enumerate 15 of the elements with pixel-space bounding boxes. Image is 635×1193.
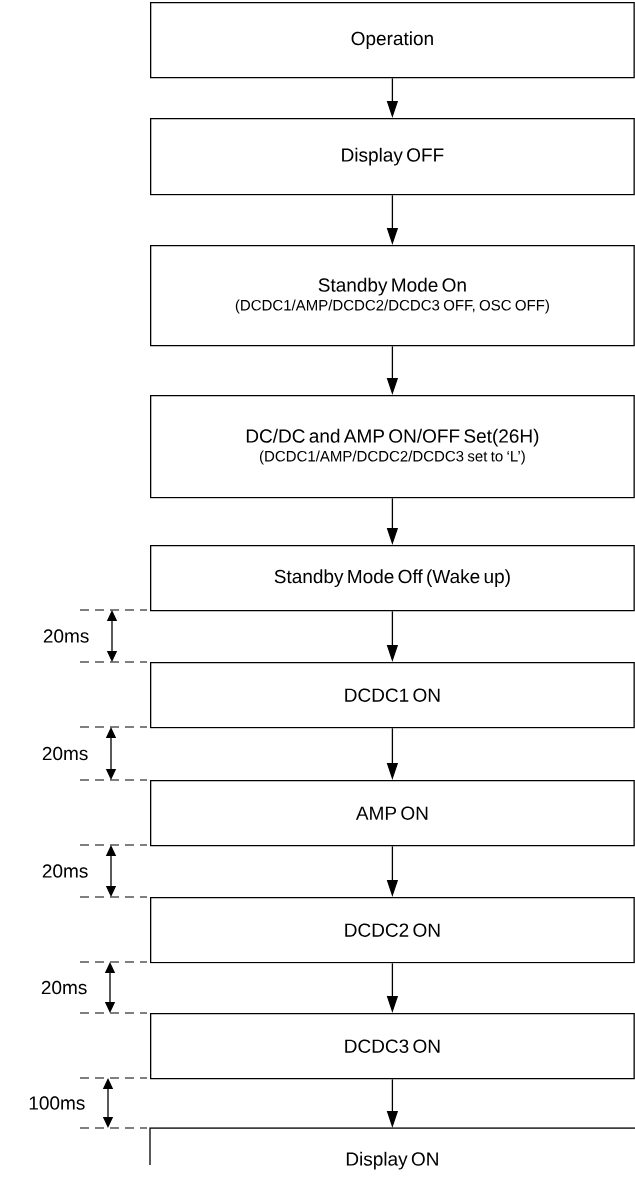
process-box: AMP ON bbox=[150, 780, 635, 847]
process-box: Display ON bbox=[149, 1127, 635, 1170]
process-box: DCDC2 ON bbox=[150, 897, 635, 964]
process-box: Standby Mode On (DCDC1/AMP/DCDC2/DCDC3 OFF, OSC OFF) bbox=[150, 245, 635, 347]
dimension-label: 20ms bbox=[42, 746, 88, 761]
process-box: DCDC1 ON bbox=[150, 662, 635, 729]
process-box: Standby Mode Off (Wake up) bbox=[150, 545, 635, 612]
dimension-label: 20ms bbox=[43, 629, 89, 643]
process-box: DCDC3 ON bbox=[150, 1013, 635, 1080]
dimension-label: 20ms bbox=[41, 980, 87, 995]
dimension-label: 100ms bbox=[29, 1096, 85, 1110]
process-box: DC/DC and AMP ON/OFF Set(26H) (DCDC1/AMP/DCDC2/DCDC3 set to ‘L’) bbox=[150, 395, 635, 499]
process-box: Display OFF bbox=[150, 118, 635, 196]
process-box: Operation bbox=[150, 2, 635, 79]
dimension-label: 20ms bbox=[42, 864, 88, 878]
